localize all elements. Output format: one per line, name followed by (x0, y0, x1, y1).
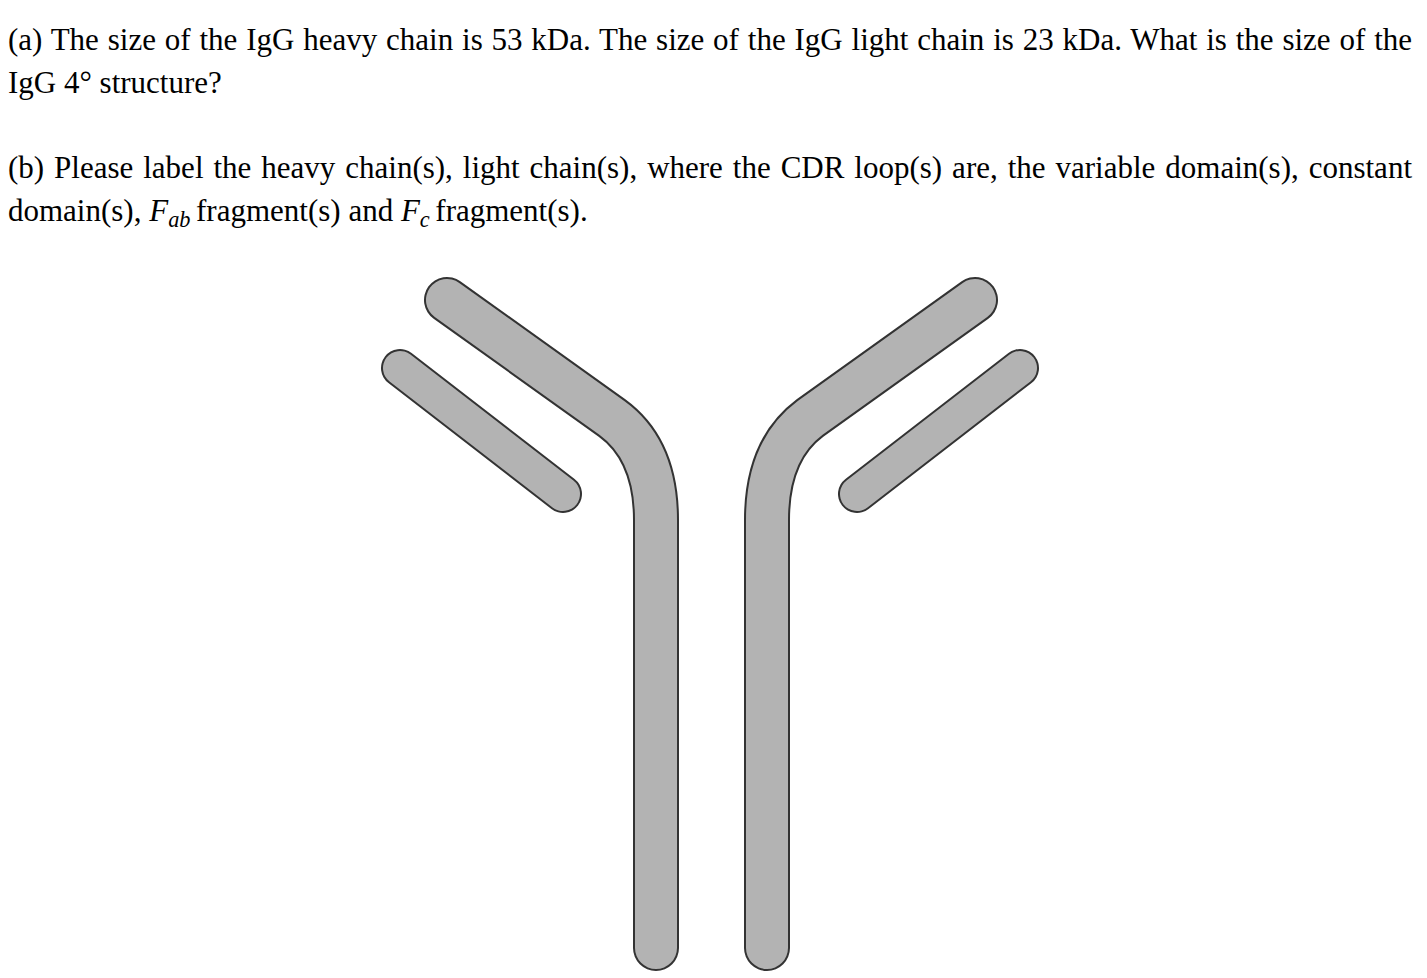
question-text: fragment(s) and (196, 193, 393, 228)
heavy-chain-outline (767, 300, 975, 948)
question-paragraph: (b) Please label the heavy chain(s), lig… (8, 146, 1412, 232)
light-chain-outline (400, 368, 563, 494)
subscript-text: ab (168, 207, 190, 232)
question-text: F (149, 193, 168, 228)
subscript-text: c (420, 207, 430, 232)
question-text: F (401, 193, 420, 228)
heavy-chain (447, 300, 656, 948)
question-text: fragment(s). (435, 193, 587, 228)
heavy-chain-outline (447, 300, 656, 948)
question-text: (a) The size of the IgG heavy chain is 5… (8, 22, 1412, 100)
question-paragraph: (a) The size of the IgG heavy chain is 5… (8, 18, 1412, 104)
heavy-chain (767, 300, 975, 948)
light-chain-outline (857, 368, 1020, 494)
light-chain (400, 368, 563, 494)
light-chain (857, 368, 1020, 494)
